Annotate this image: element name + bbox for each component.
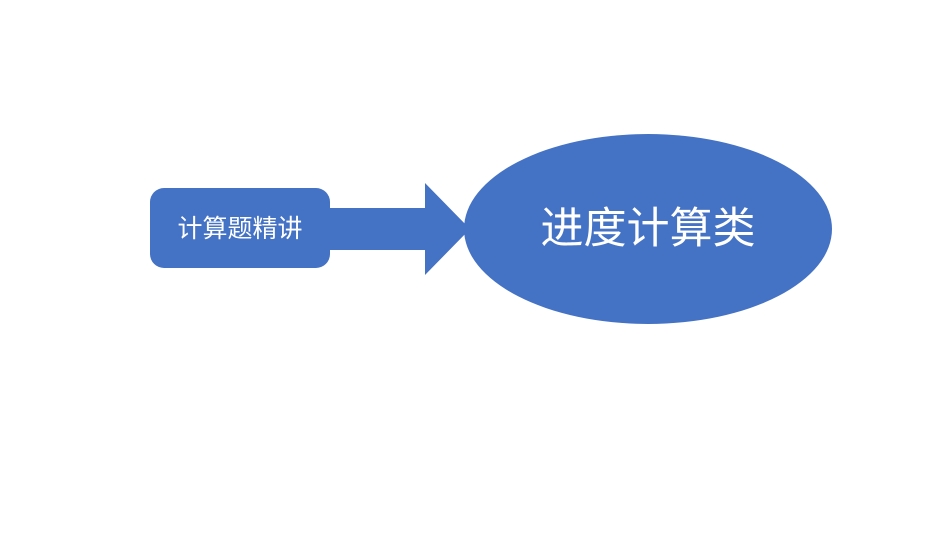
rounded-rectangle-label: 计算题精讲 <box>177 213 303 243</box>
right-arrow-polygon <box>330 183 470 275</box>
right-arrow-icon[interactable] <box>330 183 470 275</box>
ellipse-shape[interactable]: 进度计算类 <box>464 134 832 324</box>
ellipse-label: 进度计算类 <box>540 203 756 254</box>
rounded-rectangle-shape[interactable]: 计算题精讲 <box>150 188 330 268</box>
